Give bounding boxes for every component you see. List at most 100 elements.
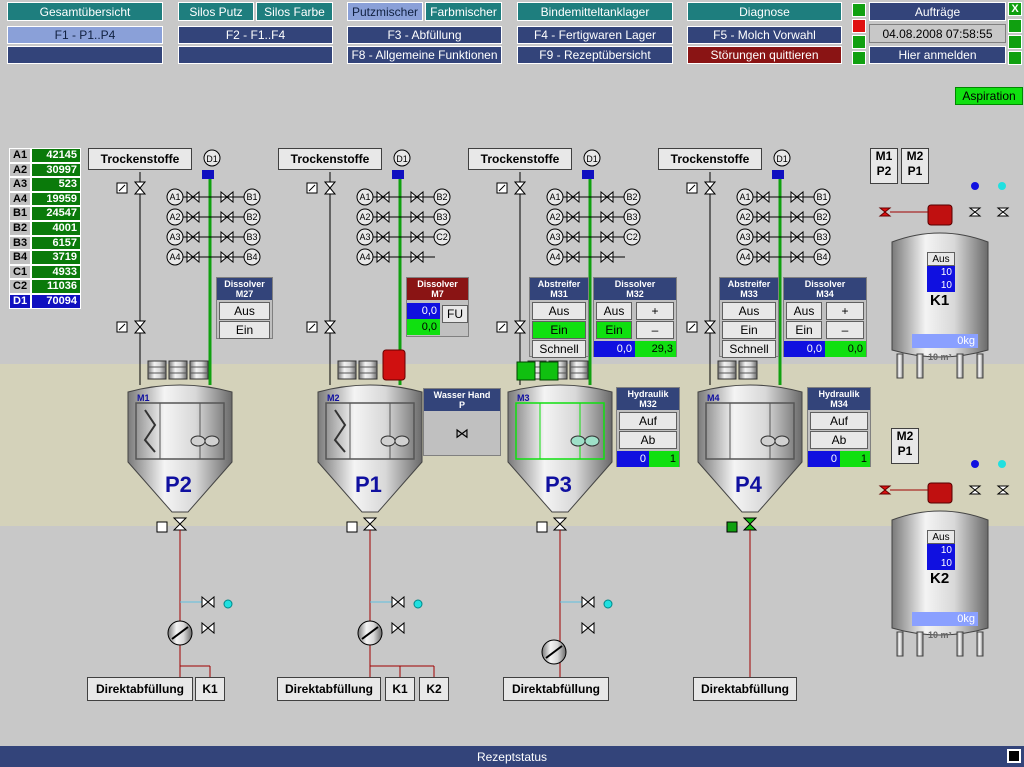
agitator-motor-icon[interactable]	[189, 360, 209, 380]
dissolver-motor-red-icon[interactable]	[382, 349, 406, 381]
maximize-icon[interactable]	[1007, 749, 1021, 763]
acknowledge-faults-button[interactable]: Störungen quittieren	[687, 46, 842, 64]
close-icon[interactable]: X	[1008, 2, 1022, 16]
silo-inlet-valve[interactable]	[878, 207, 892, 217]
k1-target-button[interactable]: K1	[195, 677, 225, 701]
nav-empty-2[interactable]	[178, 46, 333, 64]
dry-inlet-valve[interactable]	[704, 181, 716, 195]
dissolver-on-button[interactable]: Ein	[596, 321, 632, 339]
silo-vent-valve[interactable]	[968, 485, 982, 495]
scraper-off-button[interactable]: Aus	[722, 302, 776, 320]
storage-silo[interactable]	[891, 232, 989, 379]
scraper-off-button[interactable]: Aus	[532, 302, 586, 320]
nav-farbmischer[interactable]: Farbmischer	[425, 2, 502, 21]
water-valve[interactable]	[581, 596, 595, 608]
dry-lower-actuator[interactable]	[686, 321, 698, 333]
flush-valve[interactable]	[391, 622, 405, 634]
scraper-on-button[interactable]: Ein	[532, 321, 586, 339]
nav-empty-1[interactable]	[7, 46, 163, 64]
dissolver-off-button[interactable]: Aus	[219, 302, 270, 320]
dissolver-on-button[interactable]: Ein	[219, 321, 270, 339]
silo-vent-valve[interactable]	[996, 207, 1010, 217]
orders-button[interactable]: Aufträge	[869, 2, 1006, 21]
scraper-fast-button[interactable]: Schnell	[532, 340, 586, 358]
silo-motor-red-icon[interactable]	[927, 482, 953, 504]
dry-inlet-valve[interactable]	[134, 181, 146, 195]
discharge-pump-icon[interactable]	[167, 620, 193, 646]
hydraulic-down-button[interactable]: Ab	[619, 431, 677, 449]
dry-lower-actuator[interactable]	[306, 321, 318, 333]
agitator-motor-icon[interactable]	[147, 360, 167, 380]
silo-motor-red-icon[interactable]	[927, 204, 953, 226]
discharge-pump-icon[interactable]	[357, 620, 383, 646]
mixer-tank[interactable]	[127, 384, 233, 513]
direct-filling-button[interactable]: Direktabfüllung	[693, 677, 797, 701]
login-button[interactable]: Hier anmelden	[869, 46, 1006, 64]
nav-diagnose[interactable]: Diagnose	[687, 2, 842, 21]
storage-silo[interactable]	[891, 510, 989, 657]
dry-inlet-valve[interactable]	[324, 181, 336, 195]
outlet-valve-actuator[interactable]	[536, 521, 548, 533]
nav-f9[interactable]: F9 - Rezeptübersicht	[517, 46, 673, 64]
dry-inlet-valve[interactable]	[514, 181, 526, 195]
outlet-valve-actuator[interactable]	[156, 521, 168, 533]
water-hand-valve-icon[interactable]: ⋈	[455, 425, 469, 441]
scraper-fast-button[interactable]: Schnell	[722, 340, 776, 358]
outlet-valve[interactable]	[742, 517, 758, 531]
silo-vent-valve[interactable]	[996, 485, 1010, 495]
dry-lower-actuator[interactable]	[496, 321, 508, 333]
dry-lower-valve[interactable]	[324, 320, 336, 334]
direct-filling-button[interactable]: Direktabfüllung	[87, 677, 193, 701]
nav-silos-farbe[interactable]: Silos Farbe	[256, 2, 333, 21]
dissolver-on-button[interactable]: Ein	[786, 321, 822, 339]
hydraulic-down-button[interactable]: Ab	[810, 431, 868, 449]
hydraulic-up-button[interactable]: Auf	[619, 412, 677, 430]
nav-f3[interactable]: F3 - Abfüllung	[347, 26, 502, 44]
flush-valve[interactable]	[201, 622, 215, 634]
direct-filling-button[interactable]: Direktabfüllung	[503, 677, 609, 701]
d1-valve-blue-icon[interactable]	[392, 170, 404, 179]
aspiration-button[interactable]: Aspiration	[955, 87, 1023, 105]
dissolver-off-button[interactable]: Aus	[786, 302, 822, 320]
nav-putzmischer[interactable]: Putzmischer	[347, 2, 423, 21]
d1-valve-blue-icon[interactable]	[772, 170, 784, 179]
nav-f1[interactable]: F1 - P1..P4	[7, 26, 163, 44]
mixer-tank[interactable]	[697, 384, 803, 513]
dry-lower-valve[interactable]	[134, 320, 146, 334]
flush-valve[interactable]	[581, 622, 595, 634]
nav-gesamtuebersicht[interactable]: Gesamtübersicht	[7, 2, 163, 21]
silo-off-button[interactable]: Aus	[927, 252, 955, 266]
speed-decrease-button[interactable]: –	[636, 321, 674, 339]
motor-green-icon[interactable]	[516, 361, 536, 381]
water-valve[interactable]	[201, 596, 215, 608]
dry-valve-actuator[interactable]	[686, 182, 698, 194]
k2-target-button[interactable]: K2	[419, 677, 449, 701]
outlet-valve-actuator[interactable]	[726, 521, 738, 533]
speed-decrease-button[interactable]: –	[826, 321, 864, 339]
dry-lower-valve[interactable]	[514, 320, 526, 334]
nav-bindemitteltanklager[interactable]: Bindemitteltanklager	[517, 2, 673, 21]
mixer-tank[interactable]	[507, 384, 613, 513]
motor-green-icon[interactable]	[539, 361, 559, 381]
agitator-motor-icon[interactable]	[358, 360, 378, 380]
dry-lower-valve[interactable]	[704, 320, 716, 334]
water-valve[interactable]	[391, 596, 405, 608]
d1-valve-blue-icon[interactable]	[582, 170, 594, 179]
outlet-valve-actuator[interactable]	[346, 521, 358, 533]
dry-valve-actuator[interactable]	[116, 182, 128, 194]
agitator-motor-icon[interactable]	[738, 360, 758, 380]
frequency-converter-button[interactable]: FU	[442, 305, 468, 323]
agitator-motor-icon[interactable]	[569, 360, 589, 380]
outlet-valve[interactable]	[552, 517, 568, 531]
discharge-pump-icon[interactable]	[541, 639, 567, 665]
speed-increase-button[interactable]: +	[636, 302, 674, 320]
silo-vent-valve[interactable]	[968, 207, 982, 217]
nav-f5[interactable]: F5 - Molch Vorwahl	[687, 26, 842, 44]
agitator-motor-icon[interactable]	[337, 360, 357, 380]
outlet-valve[interactable]	[172, 517, 188, 531]
agitator-motor-icon[interactable]	[717, 360, 737, 380]
agitator-motor-icon[interactable]	[168, 360, 188, 380]
nav-f8[interactable]: F8 - Allgemeine Funktionen	[347, 46, 502, 64]
silo-inlet-valve[interactable]	[878, 485, 892, 495]
direct-filling-button[interactable]: Direktabfüllung	[277, 677, 381, 701]
